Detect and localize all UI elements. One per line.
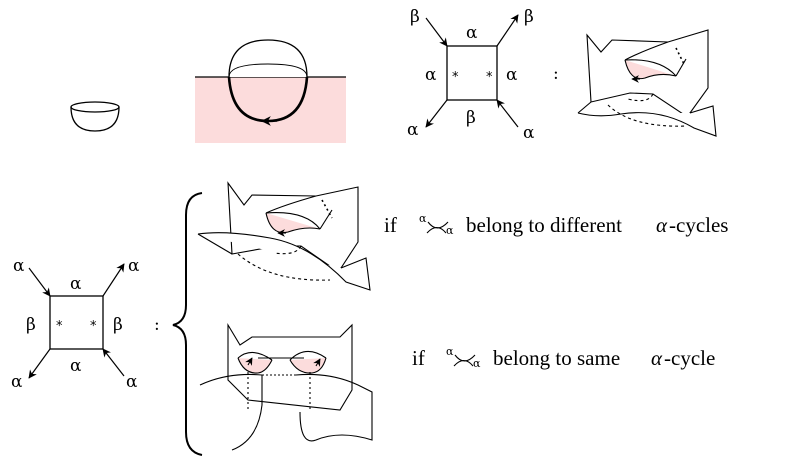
- caption-same-text: belong to same: [493, 346, 620, 370]
- caption-different-cycles: if α α belong to different α -cycles: [384, 212, 728, 237]
- saddle-surface-top: [577, 29, 717, 137]
- top-colon: :: [553, 64, 559, 84]
- top-square-corner-tr: β: [524, 7, 534, 27]
- caption-different-text: belong to different: [466, 213, 622, 237]
- top-square-left-label: α: [425, 65, 437, 85]
- caption-different-alpha: α: [656, 213, 668, 237]
- top-square-right-label: α: [506, 65, 518, 85]
- bottom-square-star-left: *: [56, 319, 63, 334]
- caption-same-alpha: α: [651, 346, 663, 370]
- crossing-alpha-alpha-icon: α α: [419, 212, 454, 237]
- bottom-square-bottom-label: α: [70, 356, 82, 376]
- bowl-icon: [70, 101, 120, 132]
- bottom-square-right-label: β: [113, 315, 123, 335]
- bottom-colon: :: [154, 315, 160, 335]
- bottom-square-diagram: α α β β α α α α * * :: [11, 256, 160, 392]
- crossing-alpha-upper: α: [419, 212, 427, 225]
- bottom-square-left-label: β: [26, 315, 36, 335]
- bottom-square-corner-tr: α: [128, 256, 140, 276]
- crossing-alpha-lower: α: [473, 357, 481, 370]
- top-square-corner-bl: α: [407, 120, 419, 140]
- caption-same-cycle-word: -cycle: [664, 346, 715, 370]
- top-square-corner-br: α: [523, 123, 535, 143]
- top-square-top-label: α: [466, 23, 478, 43]
- case-brace: [172, 192, 203, 456]
- bottom-square-corner-bl: α: [11, 372, 23, 392]
- saddle-surface-same-cycle: [199, 323, 373, 451]
- bottom-square-corner-br: α: [126, 372, 138, 392]
- bottom-square-star-right: *: [90, 319, 97, 334]
- crossing-alpha-lower: α: [446, 224, 454, 237]
- crossing-alpha-upper: α: [446, 345, 454, 358]
- bottom-square-top-label: α: [70, 274, 82, 294]
- top-square-bottom-label: β: [466, 108, 476, 128]
- top-square-corner-tl: β: [410, 7, 420, 27]
- caption-different-if: if: [384, 213, 397, 237]
- caption-same-cycle: if α α belong to same α -cycle: [412, 345, 715, 370]
- crossing-alpha-alpha-icon: α α: [446, 345, 481, 370]
- saddle-surface-different-cycles: [197, 181, 371, 291]
- top-square-star-left: *: [452, 70, 459, 85]
- top-square-diagram: α β α α β β α α * * :: [407, 7, 559, 143]
- caption-different-cycles: -cycles: [669, 213, 728, 237]
- half-disk-in-plane: [195, 39, 346, 143]
- top-square-star-right: *: [486, 70, 493, 85]
- bottom-square-corner-tl: α: [13, 256, 25, 276]
- caption-same-if: if: [412, 346, 425, 370]
